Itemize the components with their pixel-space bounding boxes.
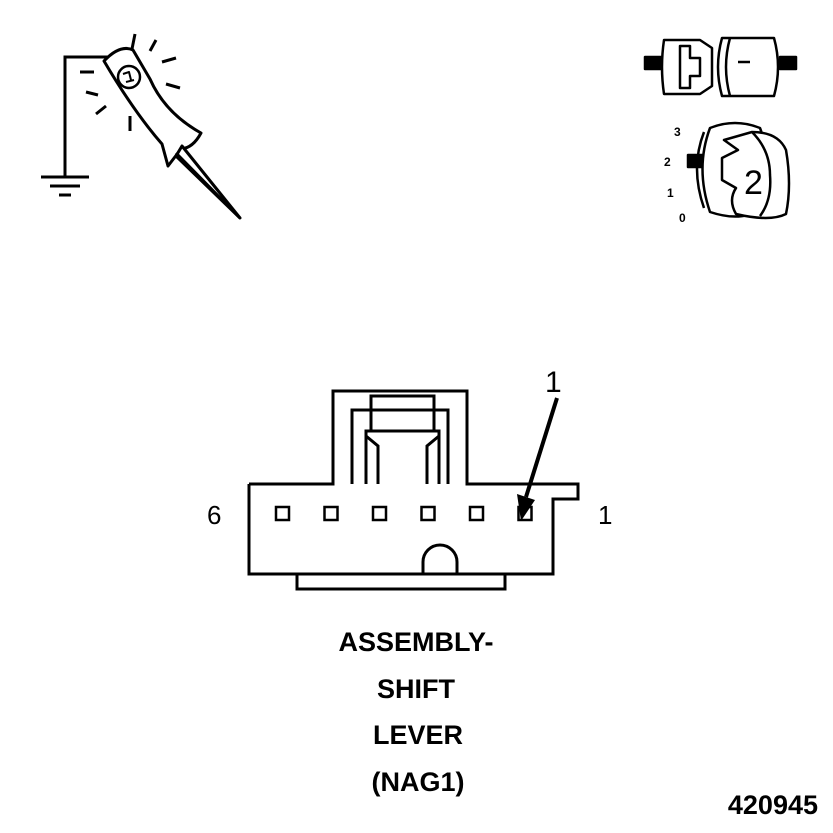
connector-housing	[247, 389, 580, 576]
caption-line-4: (NAG1)	[372, 767, 465, 797]
callout-arrowhead-icon	[517, 494, 535, 521]
caption-line-3: LEVER	[373, 720, 463, 750]
test-light-icon	[41, 33, 242, 220]
disconnect-connector-icon	[643, 36, 798, 98]
figure-id: 420945	[728, 790, 818, 820]
pin-1-label: 1	[598, 500, 612, 530]
key-position-3-label: 3	[674, 125, 681, 139]
connector-key-bump	[421, 543, 459, 574]
pin-cavities	[274, 505, 533, 522]
pin-cavity-6	[274, 505, 291, 522]
probe-body-icon	[102, 46, 242, 220]
pin-cavity-4	[371, 505, 388, 522]
pin-cavity-5	[323, 505, 339, 522]
key-position-0-label: 0	[679, 211, 686, 225]
pin-cavity-3	[420, 505, 436, 522]
light-rays-icon	[80, 33, 181, 131]
connector-face	[247, 389, 580, 591]
connector-caption: ASSEMBLY- SHIFT LEVER (NAG1)	[338, 627, 493, 797]
callout-number-label: 1	[545, 366, 562, 399]
caption-line-1: ASSEMBLY-	[338, 627, 493, 657]
ignition-key-icon: 3 2 1 0 2	[664, 121, 791, 225]
pin-6-label: 6	[207, 500, 221, 530]
key-current-position-label: 2	[744, 164, 763, 202]
ground-symbol-icon	[41, 55, 120, 197]
connector-bottom-rail	[295, 574, 507, 591]
pin-1-callout: 1	[517, 366, 562, 521]
pin-cavity-2	[468, 505, 485, 522]
caption-line-2: SHIFT	[377, 674, 456, 704]
connector-locking-tab	[350, 394, 450, 484]
key-position-1-label: 1	[667, 186, 674, 200]
key-position-2-label: 2	[664, 155, 671, 169]
